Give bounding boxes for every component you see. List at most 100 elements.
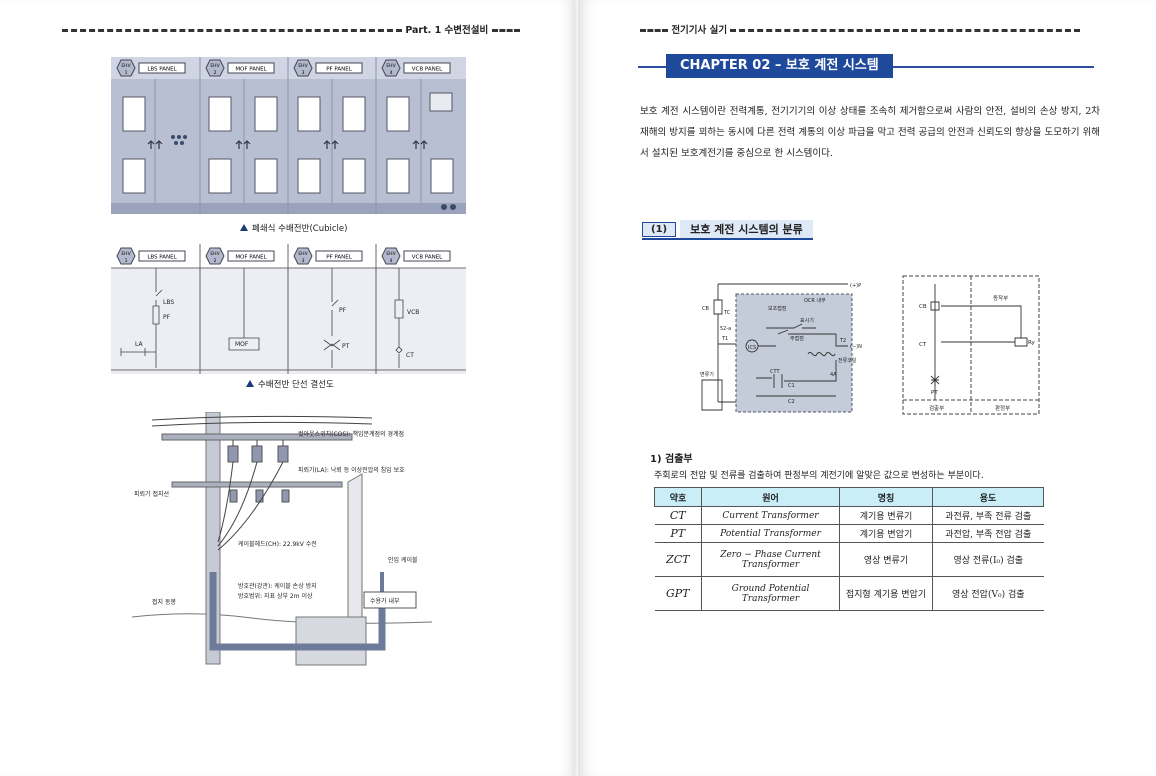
- panel-label-box: [315, 250, 363, 262]
- svg-text:(+)P: (+)P: [850, 283, 861, 289]
- svg-text:T1: T1: [721, 336, 728, 342]
- running-head-right: 전기기사 실기: [640, 22, 1081, 36]
- panel-tag: EHV: [210, 251, 220, 257]
- svg-text:PF: PF: [163, 314, 171, 321]
- ehv-hexagon-icon: [116, 247, 136, 265]
- svg-text:4A: 4A: [830, 372, 837, 378]
- ehv-hexagon-icon: [116, 59, 136, 77]
- svg-text:보조접점: 보조접점: [768, 305, 786, 312]
- svg-text:CB: CB: [702, 306, 709, 312]
- panel-tag: EHV: [210, 63, 220, 69]
- ehv-hexagon-icon: [205, 59, 225, 77]
- svg-text:VCB: VCB: [407, 309, 419, 316]
- table-header: 용도: [932, 487, 1044, 507]
- service-entrance-illustration: 컷아웃스위치(COS): 책임분계점의 경계점 피뢰기(LA): 낙뢰 등 이상…: [132, 412, 442, 674]
- use-cell: 영상 전류(I₀) 검출: [932, 542, 1044, 577]
- panel-number: 1: [125, 70, 128, 76]
- panel-number: 3: [302, 70, 305, 76]
- svg-text:CT: CT: [406, 352, 414, 359]
- panel-label: VCB PANEL: [412, 255, 443, 261]
- svg-text:검출부: 검출부: [929, 404, 944, 412]
- table-header: 약호: [654, 487, 702, 507]
- table-row: ZCT Zero − Phase Current Transformer 영상 …: [654, 542, 1044, 577]
- svg-text:피뢰기 접지선: 피뢰기 접지선: [134, 490, 169, 498]
- svg-text:인입 케이블: 인입 케이블: [388, 556, 418, 564]
- use-cell: 과전압, 부족 전압 검출: [932, 524, 1044, 543]
- figure1-caption: 폐쇄식 수배전반(Cubicle): [240, 222, 347, 234]
- ehv-hexagon-icon: [293, 59, 313, 77]
- term-cell: Zero − Phase Current Transformer: [701, 542, 840, 577]
- figure2-caption: 수배전반 단선 결선도: [246, 378, 334, 390]
- svg-text:C1: C1: [788, 383, 795, 389]
- section-title: 보호 계전 시스템의 분류: [680, 220, 813, 238]
- panel-tag: EHV: [121, 63, 131, 69]
- panel-number: 1: [125, 258, 128, 264]
- ehv-hexagon-icon: [293, 247, 313, 265]
- svg-text:방호범위: 지표 상부 2m 이상: 방호범위: 지표 상부 2m 이상: [238, 592, 313, 600]
- term-cell: Ground Potential Transformer: [701, 576, 840, 611]
- triangle-bullet-icon: [246, 380, 254, 387]
- svg-text:CB: CB: [919, 304, 927, 310]
- svg-text:컷아웃스위치(COS): 책임분계점의 경계점: 컷아웃스위치(COS): 책임분계점의 경계점: [298, 430, 404, 438]
- panel-label-box: [227, 250, 275, 262]
- table-row: CT Current Transformer 계기용 변류기 과전류, 부족 전…: [654, 506, 1044, 525]
- panel-label: PF PANEL: [326, 255, 353, 261]
- name-cell: 영상 변류기: [839, 542, 933, 577]
- svg-text:판정부: 판정부: [995, 404, 1010, 412]
- panel-label-box: [138, 62, 186, 74]
- abbr-cell: ZCT: [654, 542, 702, 577]
- abbr-cell: GPT: [654, 576, 702, 611]
- svg-text:수용가 내부: 수용가 내부: [370, 597, 400, 605]
- panel-label: MOF PANEL: [235, 255, 267, 261]
- triangle-bullet-icon: [240, 224, 248, 231]
- detector-table: 약호 원어 명칭 용도 CT Current Transformer 계기용 변…: [654, 487, 1044, 611]
- panel-label-box: [227, 62, 275, 74]
- use-cell: 과전류, 부족 전류 검출: [932, 506, 1044, 525]
- svg-text:OCR 내부: OCR 내부: [804, 297, 826, 304]
- left-page: Part. 1 수변전설비: [62, 25, 520, 674]
- subsection-description: 주회로의 전압 및 전류를 검출하여 판정부의 계전기에 알맞은 값으로 변성하…: [654, 471, 984, 481]
- name-cell: 계기용 변류기: [839, 506, 933, 525]
- right-page: 전기기사 실기 CHAPTER 02 – 보호 계전 시스템 보호 계전 시스템…: [578, 0, 1156, 776]
- table-header-row: 약호 원어 명칭 용도: [654, 487, 1044, 507]
- abbr-cell: CT: [654, 506, 702, 525]
- name-cell: 접지형 계기용 변압기: [839, 576, 933, 611]
- section-number: (1): [642, 221, 677, 237]
- svg-text:C2: C2: [788, 399, 795, 405]
- svg-text:PT: PT: [931, 390, 938, 396]
- svg-text:Ry: Ry: [1028, 340, 1036, 346]
- svg-text:MOF: MOF: [235, 341, 249, 348]
- svg-text:T2: T2: [839, 338, 846, 344]
- svg-text:주접점: 주접점: [790, 335, 804, 342]
- svg-text:동작부: 동작부: [993, 295, 1008, 302]
- intro-paragraph: 보호 계전 시스템이란 전력계통, 전기기기의 이상 상태를 조속히 제거함으로…: [640, 106, 1100, 159]
- use-cell: 영상 전압(V₀) 검출: [932, 576, 1044, 611]
- panel-tag: EHV: [121, 251, 131, 257]
- svg-text:CTT: CTT: [770, 369, 780, 375]
- table-header: 원어: [701, 487, 840, 507]
- svg-text:(−)N: (−)N: [850, 344, 862, 350]
- svg-text:방호관(강관): 케이블 손상 방지: 방호관(강관): 케이블 손상 방지: [238, 582, 317, 590]
- table-row: PT Potential Transformer 계기용 변압기 과전압, 부족…: [654, 524, 1044, 543]
- svg-text:변류기: 변류기: [700, 371, 714, 378]
- svg-text:ICS: ICS: [748, 345, 756, 351]
- chapter-title: CHAPTER 02 – 보호 계전 시스템: [666, 54, 893, 78]
- svg-text:CT: CT: [919, 342, 927, 348]
- table-header: 명칭: [839, 487, 933, 507]
- panel-label-box: [315, 62, 363, 74]
- subsection-heading: 1) 검출부: [650, 454, 693, 465]
- svg-text:표시기: 표시기: [800, 317, 814, 324]
- term-cell: Current Transformer: [701, 506, 840, 525]
- section-heading: (1) 보호 계전 시스템의 분류: [642, 220, 813, 240]
- panel-number: 4: [390, 258, 393, 264]
- panel-tag: EHV: [298, 63, 308, 69]
- panel-label: LBS PANEL: [147, 67, 177, 73]
- svg-text:케이블헤드(CH): 22.9kV 수전: 케이블헤드(CH): 22.9kV 수전: [238, 540, 317, 548]
- svg-text:접지 동봉: 접지 동봉: [152, 598, 176, 606]
- panel-label: PF PANEL: [326, 67, 353, 73]
- ehv-hexagon-icon: [381, 247, 401, 265]
- panel-label-box: [403, 62, 451, 74]
- svg-text:전류코일: 전류코일: [838, 357, 857, 364]
